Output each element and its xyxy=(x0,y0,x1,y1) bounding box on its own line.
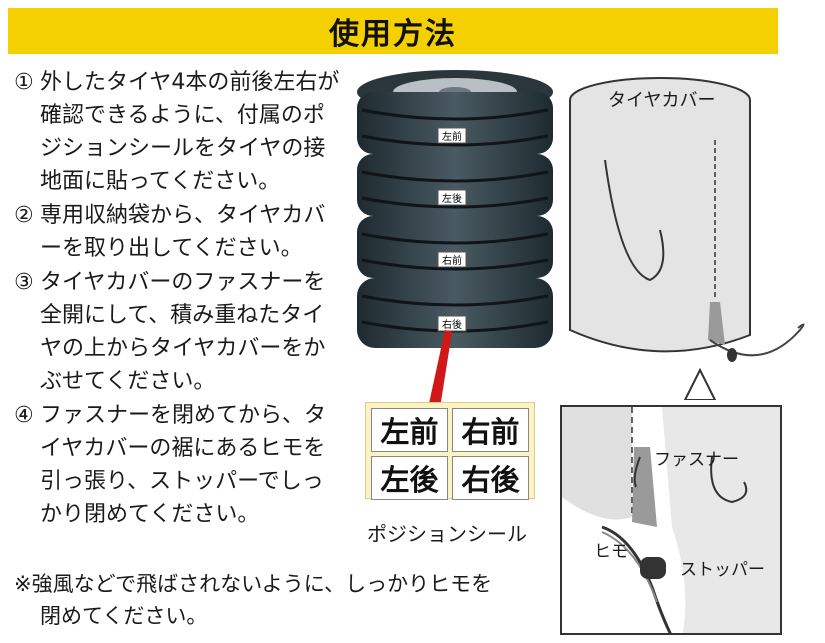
detail-callout: ファスナー ヒモ ストッパー xyxy=(560,405,782,635)
tire-label: 左後 xyxy=(442,192,462,205)
step-1: ① 外したタイヤ4本の前後左右が確認できるように、付属のポジションシールをタイヤ… xyxy=(14,66,344,198)
tire xyxy=(357,154,553,216)
tire-label: 右前 xyxy=(442,254,462,267)
seal-rear-left: 左後 xyxy=(371,456,448,500)
step-number: ③ xyxy=(14,270,34,295)
seal-rear-right: 右後 xyxy=(452,456,529,500)
step-text: 専用収納袋から、タイヤカバーを取り出してください。 xyxy=(40,203,326,261)
pointer-arrow-icon xyxy=(428,330,452,408)
tire xyxy=(357,216,553,278)
title-bar: 使用方法 xyxy=(8,8,778,54)
fastener-label: ファスナー xyxy=(654,450,739,470)
note-line-1: ※強風などで飛ばされないように、しっかりヒモを xyxy=(14,572,493,596)
step-text: タイヤカバーのファスナーを全開にして、積み重ねたタイヤの上からタイヤカバーをかぶ… xyxy=(40,270,326,394)
tire-label: 右後 xyxy=(442,318,462,331)
note-line-2: 閉めてください。 xyxy=(40,604,208,628)
seal-front-left: 左前 xyxy=(371,408,448,452)
tire xyxy=(357,92,553,154)
caution-note: ※強風などで飛ばされないように、しっかりヒモを 閉めてください。 xyxy=(14,568,534,632)
seal-front-right: 右前 xyxy=(452,408,529,452)
page-title: 使用方法 xyxy=(329,17,457,52)
step-4: ④ ファスナーを閉めてから、タイヤカバーの裾にあるヒモを引っ張り、ストッパーでし… xyxy=(14,399,344,531)
step-number: ① xyxy=(14,70,34,95)
string-label: ヒモ xyxy=(594,542,628,562)
step-text: ファスナーを閉めてから、タイヤカバーの裾にあるヒモを引っ張り、ストッパーでしっか… xyxy=(40,403,327,527)
step-3: ③ タイヤカバーのファスナーを全開にして、積み重ねたタイヤの上からタイヤカバーを… xyxy=(14,266,344,398)
tire-label: 左前 xyxy=(442,130,462,143)
step-text: 外したタイヤ4本の前後左右が確認できるように、付属のポジションシールをタイヤの接… xyxy=(40,70,340,194)
tire-stack-illustration: 左前 左後 右前 右後 xyxy=(357,70,553,348)
detail-illustration xyxy=(562,407,780,633)
step-number: ② xyxy=(14,203,34,228)
seal-caption: ポジションシール xyxy=(367,522,527,546)
step-number: ④ xyxy=(14,403,34,428)
stopper-icon xyxy=(640,557,666,579)
instruction-steps: ① 外したタイヤ4本の前後左右が確認できるように、付属のポジションシールをタイヤ… xyxy=(14,66,344,532)
step-2: ② 専用収納袋から、タイヤカバーを取り出してください。 xyxy=(14,199,344,265)
stopper-label: ストッパー xyxy=(680,560,765,580)
tire-cover-illustration xyxy=(569,77,805,400)
position-seal-sheet: 左前 右前 左後 右後 xyxy=(365,402,535,500)
cover-label: タイヤカバー xyxy=(608,90,716,111)
